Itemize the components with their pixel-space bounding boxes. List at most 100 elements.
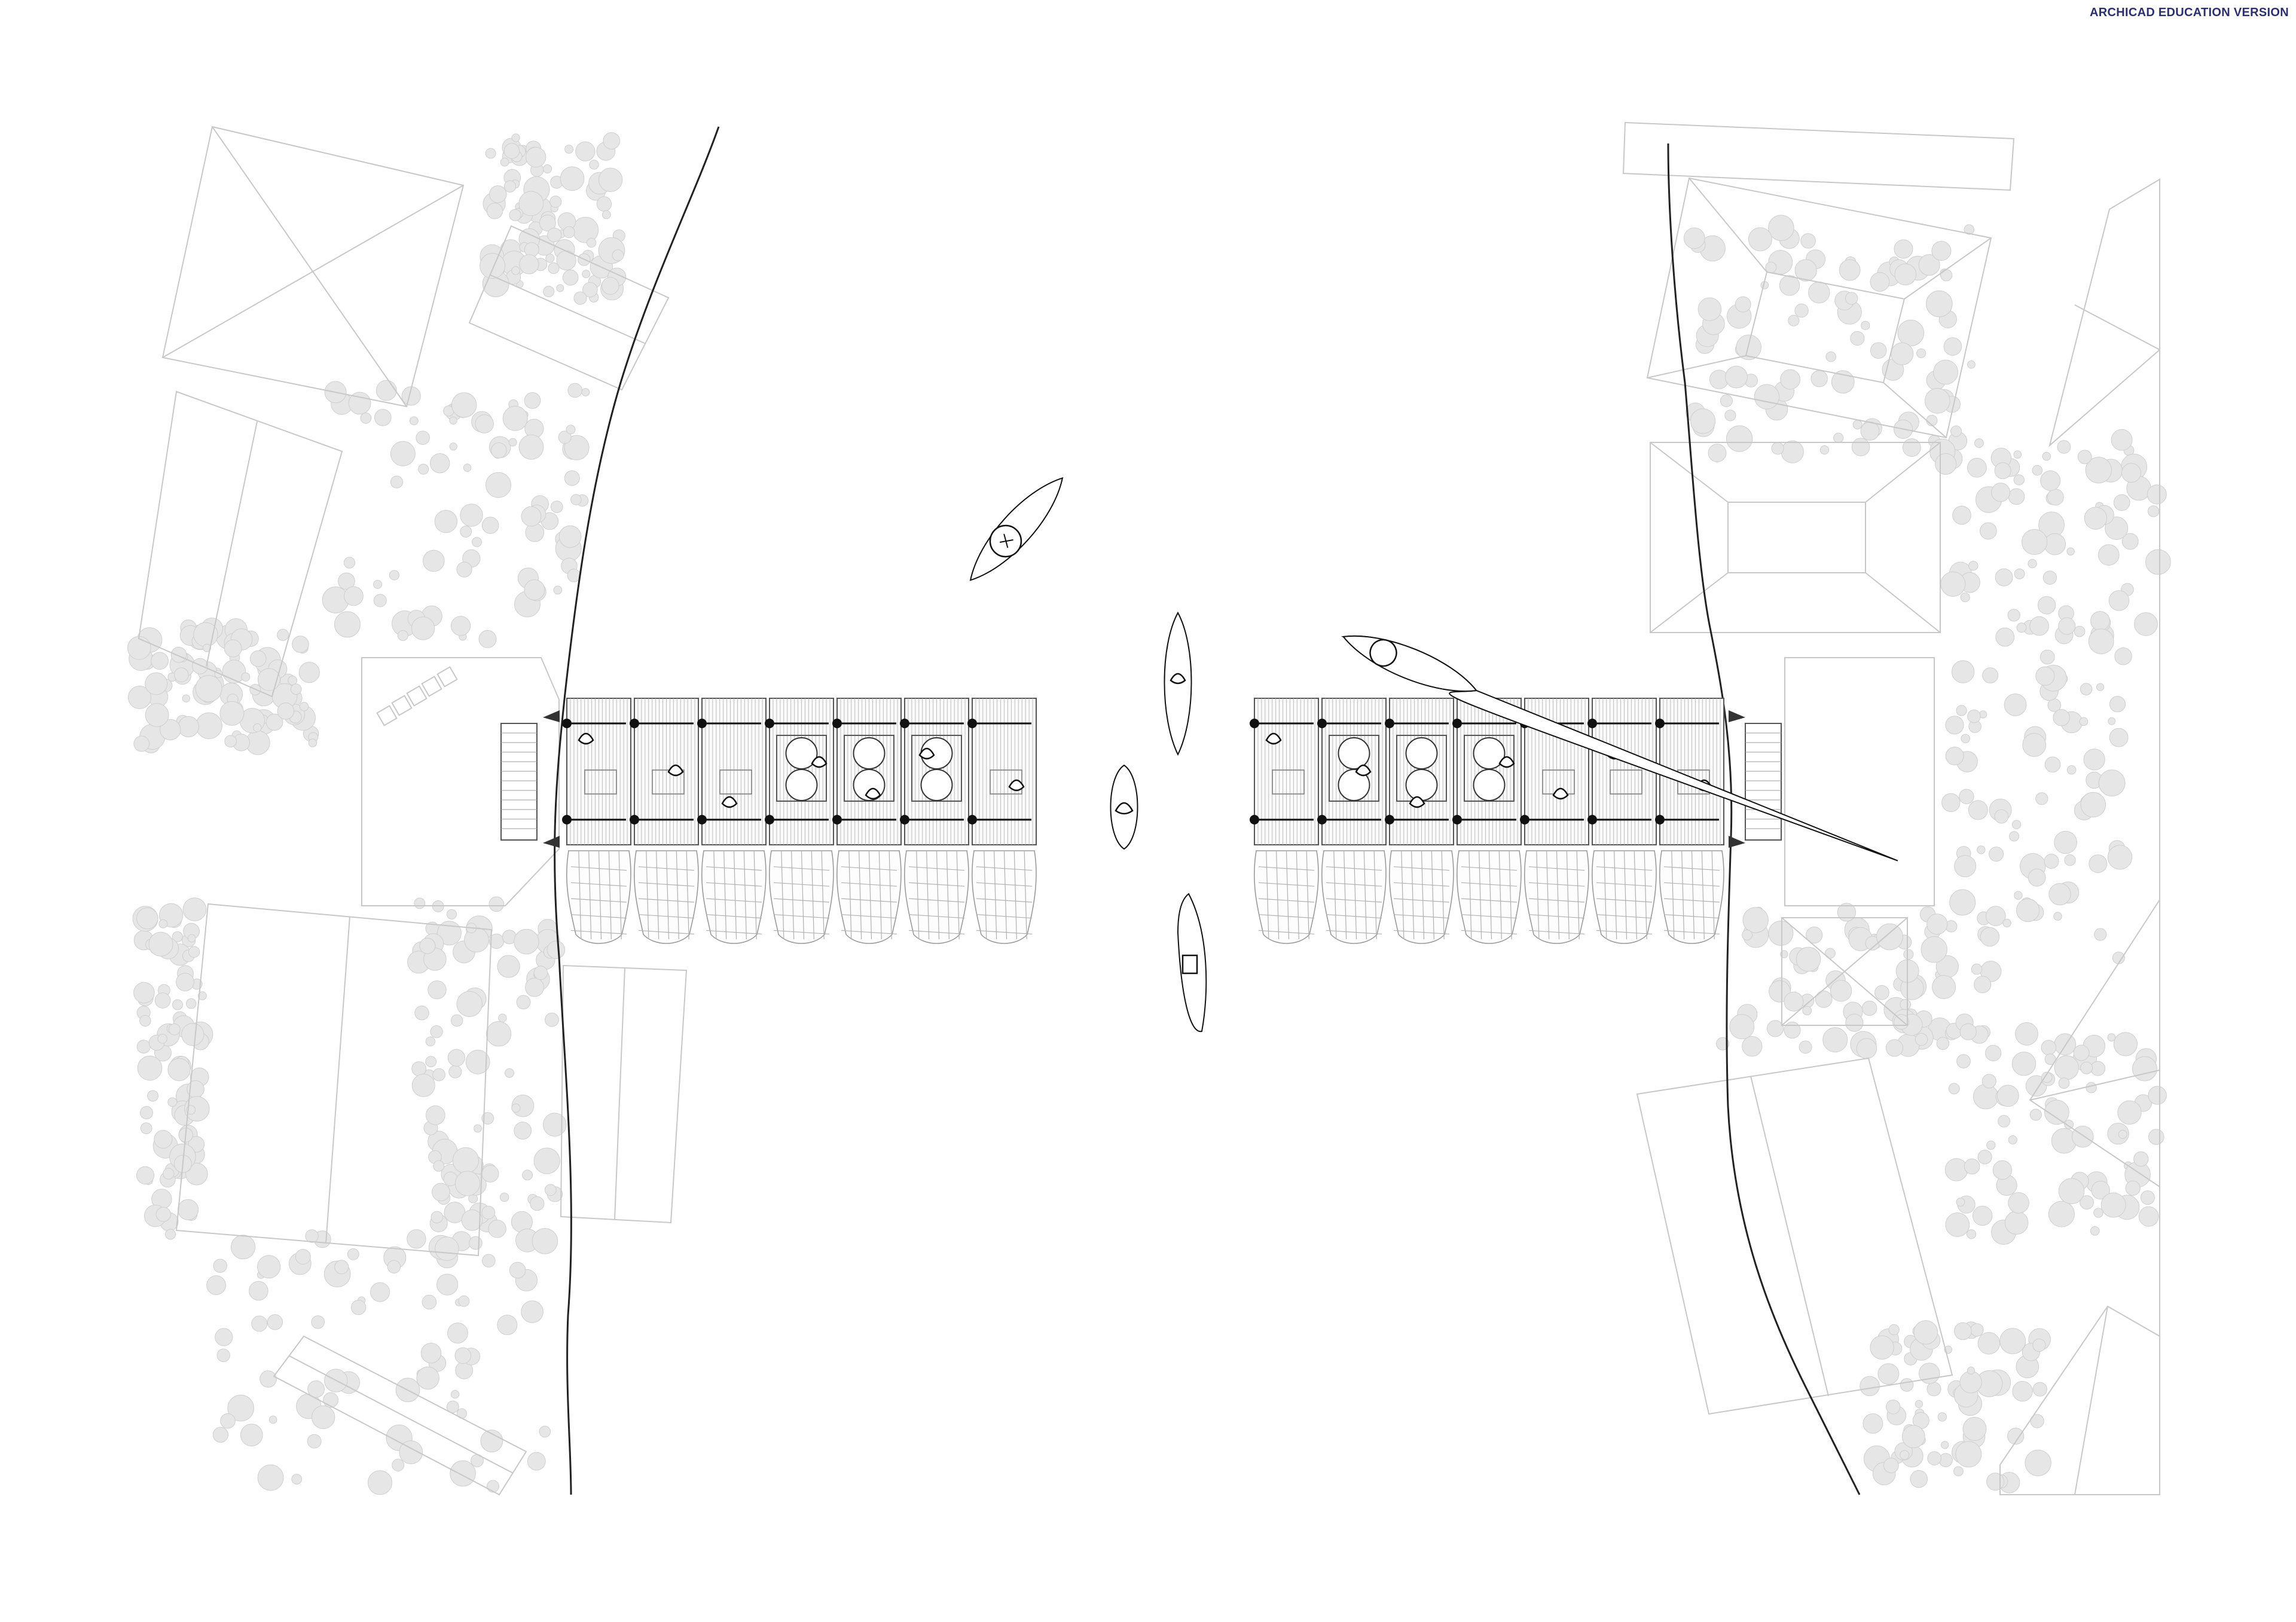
tree-canopy: [1903, 949, 1914, 960]
tree-canopy: [213, 1258, 227, 1273]
tree-canopy: [1697, 297, 1722, 321]
tree-canopy: [249, 1281, 268, 1301]
tree-canopy: [154, 992, 171, 1009]
tree-canopy: [2044, 756, 2061, 773]
tree-canopy: [511, 1103, 521, 1113]
tree-canopy: [2039, 649, 2055, 665]
tree-canopy: [136, 1040, 151, 1054]
tree-canopy: [2035, 792, 2048, 805]
tree-canopy: [1781, 440, 1804, 463]
tree-canopy: [2109, 728, 2129, 747]
tree-canopy: [2088, 628, 2114, 655]
tree-canopy: [350, 1300, 367, 1315]
tree-canopy: [2080, 1061, 2093, 1074]
tree-canopy: [1910, 1470, 1928, 1488]
tree-canopy: [498, 1013, 507, 1022]
tree-canopy: [423, 549, 445, 572]
tree-canopy: [518, 434, 544, 460]
boats: [969, 477, 1898, 1033]
tree-canopy: [465, 1049, 490, 1074]
platform-module: [1250, 698, 1319, 944]
tree-canopy: [461, 1209, 483, 1231]
tree-canopy: [1690, 408, 1716, 434]
tree-canopy: [295, 1249, 311, 1265]
tree-canopy: [257, 1255, 281, 1279]
tree-canopy: [2090, 1226, 2100, 1236]
tree-canopy: [165, 1229, 176, 1240]
tree-canopy: [224, 639, 242, 658]
tree-canopy: [1799, 1040, 1812, 1054]
tree-canopy: [1962, 1417, 1987, 1441]
tree-canopy: [2004, 694, 2027, 716]
tree-canopy: [544, 1184, 557, 1196]
tree-canopy: [2090, 611, 2110, 631]
tree-canopy: [519, 254, 539, 274]
tree-canopy: [291, 1474, 303, 1485]
tree-canopy: [1729, 1014, 1755, 1040]
tree-canopy: [1726, 425, 1753, 452]
tree-canopy: [2094, 928, 2107, 941]
tree-canopy: [2134, 612, 2158, 636]
right-floating-platform: [1250, 698, 1782, 944]
tree-canopy: [543, 286, 555, 298]
tree-canopy: [1886, 1400, 1901, 1415]
tree-canopy: [558, 525, 582, 548]
tree-canopy: [2148, 1129, 2164, 1145]
tree-canopy: [1924, 388, 1950, 414]
tree-canopy: [1683, 227, 1705, 249]
tree-canopy: [488, 896, 505, 912]
tree-canopy: [1794, 303, 1809, 318]
platform-module: [697, 698, 767, 944]
platform-module: [1385, 698, 1454, 944]
tree-canopy: [2028, 559, 2037, 569]
tree-canopy: [549, 196, 562, 208]
tree-canopy: [454, 1347, 472, 1364]
tree-canopy: [2025, 1075, 2047, 1097]
tree-canopy: [1870, 342, 1887, 359]
tree-canopy: [1991, 482, 2011, 502]
tree-canopy: [451, 1014, 463, 1027]
tree-canopy: [334, 611, 361, 638]
tree-canopy: [1960, 592, 1970, 603]
tree-canopy: [212, 1426, 228, 1443]
tree-canopy: [420, 1343, 442, 1364]
tree-canopy: [1932, 975, 1956, 999]
tree-canopy: [2064, 1119, 2074, 1129]
tree-canopy: [1933, 359, 1959, 385]
tree-canopy: [168, 1023, 181, 1035]
tree-canopy: [307, 1434, 322, 1449]
tree-canopy: [1833, 432, 1844, 443]
tree-canopy: [1971, 963, 1983, 975]
tree-canopy: [196, 712, 222, 740]
tree-canopy: [503, 180, 517, 193]
tree-canopy: [511, 266, 520, 275]
tree-canopy: [2044, 533, 2066, 555]
tree-canopy: [2080, 792, 2106, 818]
building-hip-roof-2: [1646, 177, 1992, 439]
tree-canopy: [277, 628, 289, 641]
hopscotch-grid: [376, 666, 458, 726]
platform-module: [1452, 698, 1522, 944]
tree-canopy: [518, 191, 544, 216]
tree-canopy: [1796, 946, 1821, 972]
tree-canopy: [546, 940, 566, 959]
tree-canopy: [1980, 522, 1997, 540]
tree-canopy: [2111, 429, 2133, 451]
net-basket: [634, 850, 699, 944]
tree-canopy: [2041, 1040, 2057, 1055]
tree-canopy: [198, 991, 207, 1000]
tree-canopy: [448, 1065, 462, 1079]
tree-canopy: [1862, 1000, 1877, 1016]
tree-canopy: [1998, 1115, 2011, 1128]
tree-canopy: [2145, 549, 2171, 575]
tree-canopy: [482, 1254, 496, 1268]
net-basket: [1524, 850, 1589, 944]
tree-canopy: [1771, 442, 1784, 455]
tree-canopy: [2072, 1125, 2094, 1148]
tree-canopy: [481, 1205, 496, 1220]
tree-canopy: [1825, 351, 1836, 362]
tree-canopy: [1916, 348, 1926, 358]
left-buildings: [138, 126, 688, 1496]
tree-canopy: [1800, 233, 1816, 249]
tree-canopy: [1720, 394, 1733, 407]
